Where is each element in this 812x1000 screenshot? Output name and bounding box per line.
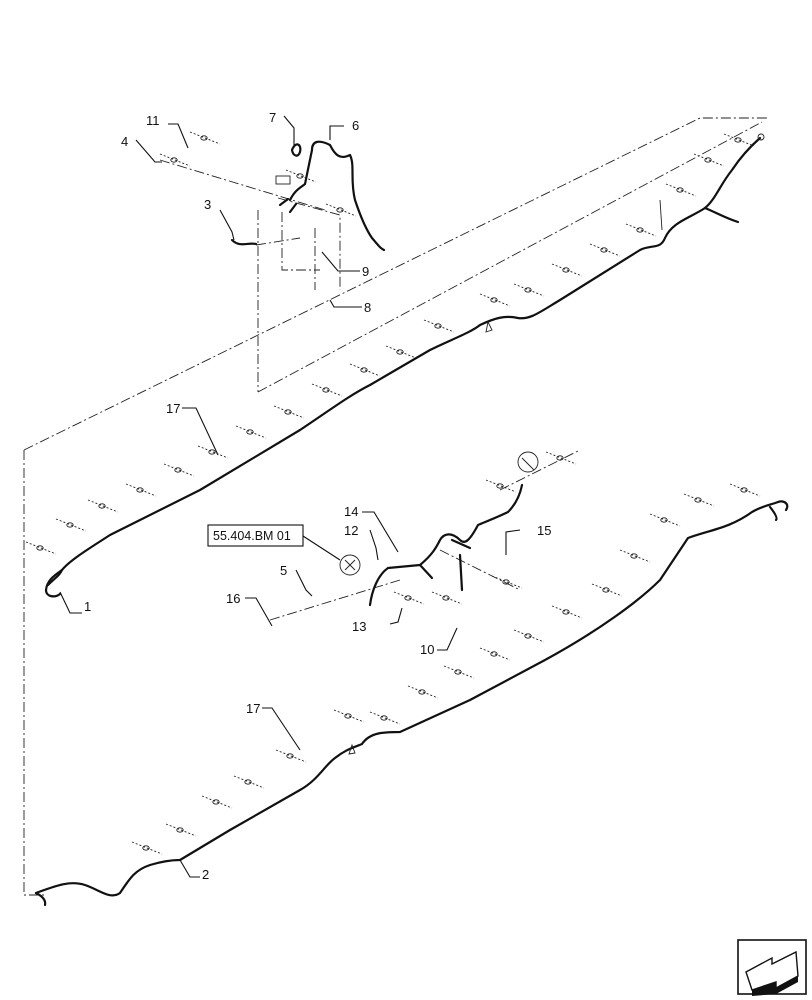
upper-clip-1 [25,541,57,555]
fastener-2 [159,153,191,167]
lower-harness-end-left [34,891,47,907]
upper-clip-stem [659,199,663,231]
lower-clip-5 [275,749,307,763]
upper-harness-end-left [44,568,64,598]
jumper-3-wire [230,238,258,246]
callout-4: 4 [121,134,128,149]
callout-11: 11 [146,113,160,128]
upper-clip-5 [163,463,195,477]
connector-block-circle [339,554,361,576]
lower-clip-15 [649,513,681,527]
fastener-7 [393,591,425,605]
callout-10: 10 [420,642,434,657]
lower-clip-6 [333,709,365,723]
callout-7: 7 [269,110,276,125]
lower-harness-wire [34,500,780,897]
fastener-4 [325,203,357,217]
lower-clip-16 [683,493,715,507]
callout-8: 8 [364,300,371,315]
upper-clip-7 [235,425,267,439]
connector-block-upper [517,451,539,473]
callout-1: 1 [84,599,91,614]
lower-clip-9 [443,665,475,679]
sub-harness-6-wire [288,140,386,252]
fastener-8 [431,591,463,605]
next-page-arrow-icon[interactable] [737,939,807,996]
lower-clip-8 [407,685,439,699]
upper-clip-16 [589,243,621,257]
upper-clip-9 [311,383,343,397]
upper-connector-end [757,133,765,141]
callout-16: 16 [226,591,240,606]
upper-harness-wire [46,136,762,587]
fastener-1 [189,131,221,145]
upper-clip-17 [625,223,657,237]
upper-clip-2 [55,518,87,532]
fastener-5 [485,479,517,493]
callout-2: 2 [202,867,209,882]
sub-harness-6-connector [275,175,291,185]
middle-harness-branch [418,538,472,592]
lower-clip-10 [479,647,511,661]
lower-clip-17 [729,483,761,497]
upper-clip-14 [513,283,545,297]
fastener-9 [491,575,523,589]
dash-dot-frame [23,117,768,896]
lower-harness-clips [131,483,761,855]
lower-clip-3 [201,795,233,809]
callout-15: 15 [537,523,551,538]
upper-clip-15 [551,263,583,277]
upper-clip-19 [693,153,725,167]
upper-clip-18 [665,183,697,197]
upper-clip-20 [723,133,755,147]
lower-clip-11 [513,629,545,643]
upper-clip-6 [197,445,229,459]
upper-clip-12 [423,319,455,333]
upper-clip-8 [273,405,305,419]
lower-clip-13 [591,583,623,597]
fastener-6 [545,451,577,465]
upper-clip-mark [485,320,493,333]
upper-clip-11 [385,345,417,359]
reference-box[interactable] [207,524,304,547]
lower-clip-4 [233,775,265,789]
middle-harness-wire [368,483,524,607]
sub-harness-6-plug [278,197,298,214]
callout-13: 13 [352,619,366,634]
lower-clip-14 [619,549,651,563]
reference-label: 55.404.BM 01 [213,529,291,543]
lower-clip-1 [131,841,163,855]
upper-clip-13 [479,293,511,307]
upper-harness-clips [25,133,755,555]
connector-7-loop [290,143,302,157]
callout-14: 14 [344,504,358,519]
upper-clip-3 [87,499,119,513]
callout-9: 9 [362,264,369,279]
upper-clip-10 [349,363,381,377]
fastener-3 [285,169,317,183]
lower-clip-7 [369,711,401,725]
lower-clip-12 [551,605,583,619]
callout-12: 12 [344,523,358,538]
upper-harness-branch [703,206,740,224]
callouts: 1 2 3 4 5 6 7 8 9 10 11 12 13 14 15 16 1… [59,110,551,882]
lower-harness-end-right [768,500,789,522]
callout-6: 6 [352,118,359,133]
callout-5: 5 [280,563,287,578]
reference-link[interactable]: 55.404.BM 01 [207,524,341,561]
lower-clip-2 [165,823,197,837]
lower-clip-mark [348,743,356,755]
callout-3: 3 [204,197,211,212]
upper-clip-4 [125,483,157,497]
callout-17-lower: 17 [246,701,260,716]
misc-fasteners [159,131,577,605]
callout-17-upper: 17 [166,401,180,416]
